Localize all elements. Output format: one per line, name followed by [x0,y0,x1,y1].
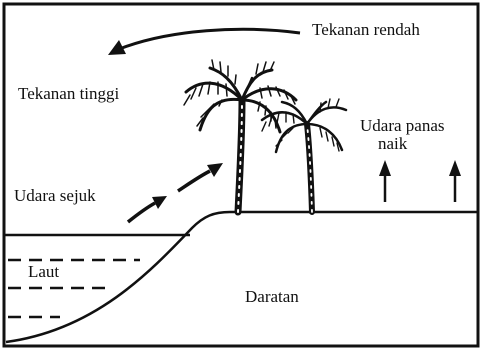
warm-air-label-line2: naik [378,134,407,154]
warm-air-label-line1: Udara panas [360,116,445,136]
cool-air-label: Udara sejuk [14,186,96,206]
sea-label: Laut [28,262,59,282]
land-label: Daratan [245,287,299,307]
high-pressure-label: Tekanan tinggi [18,84,119,104]
low-pressure-label: Tekanan rendah [312,20,420,40]
